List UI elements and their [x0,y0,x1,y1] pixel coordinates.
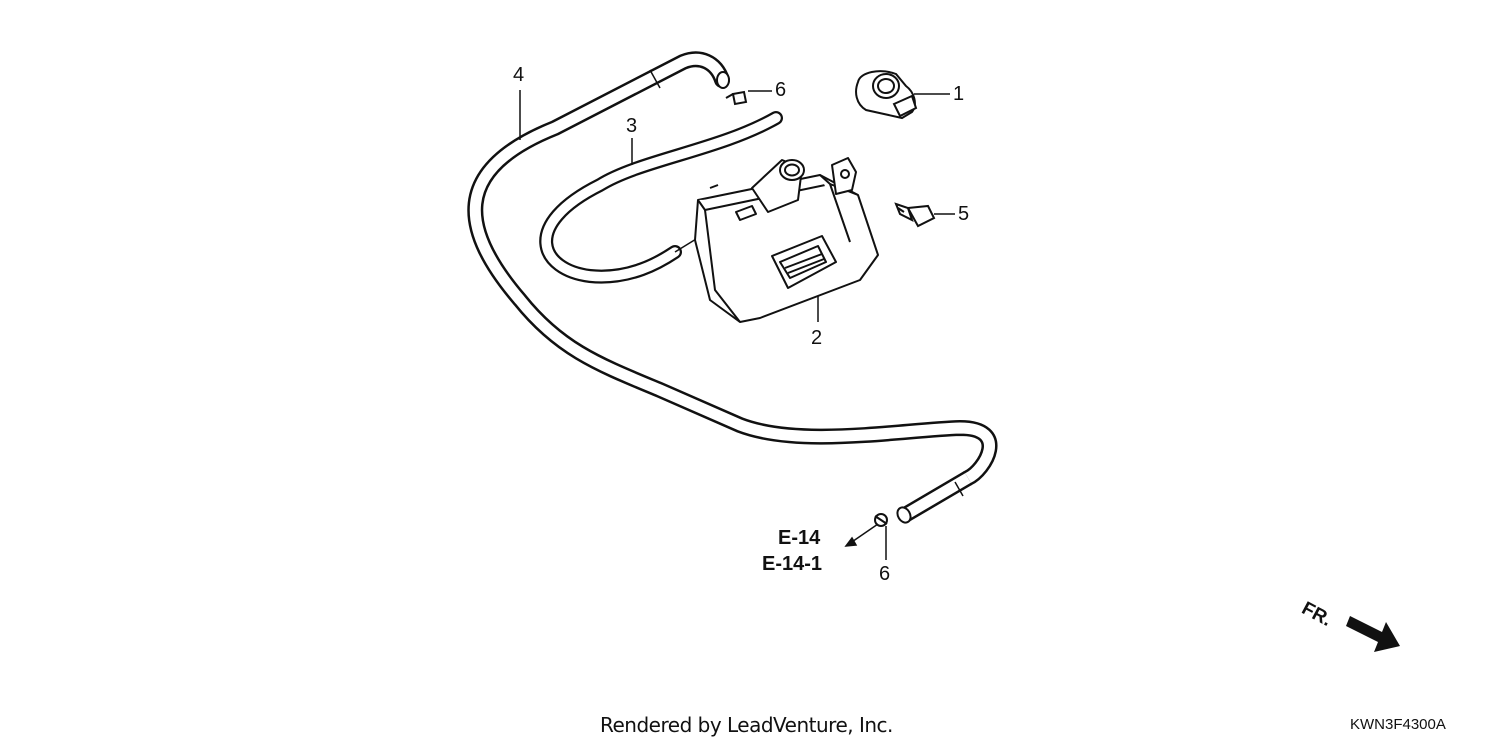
cap-drawing [855,70,918,120]
callout-part-5[interactable]: 5 [958,203,970,225]
callout-part-6-bottom[interactable]: 6 [879,563,891,585]
callout-part-4[interactable]: 4 [513,64,525,86]
footer-credit: Rendered by LeadVenture, Inc. [600,713,893,737]
clip-bottom-drawing [874,513,888,527]
reference-link-e14-1[interactable]: E-14-1 [762,553,823,575]
callout-part-6-top[interactable]: 6 [775,79,787,101]
bolt-drawing [894,202,936,228]
callout-part-3[interactable]: 3 [626,115,638,137]
diagram-code: KWN3F4300A [1350,716,1446,733]
reference-link-e14[interactable]: E-14 [778,527,821,549]
leader-lines [519,90,955,560]
hose-4-drawing [467,51,998,524]
callout-part-1[interactable]: 1 [953,83,965,105]
clip-top-drawing [725,90,748,106]
reserve-tank-drawing [694,157,879,323]
arrow-down-right-icon [1346,616,1400,652]
callout-part-2[interactable]: 2 [811,327,823,349]
